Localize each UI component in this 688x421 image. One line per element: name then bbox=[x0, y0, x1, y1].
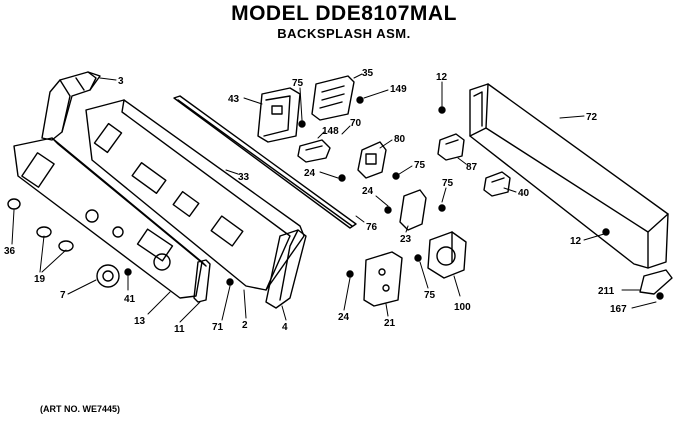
callout-211: 211 bbox=[598, 286, 615, 297]
callout-2: 2 bbox=[242, 320, 248, 331]
part-slider bbox=[193, 259, 211, 303]
callout-21: 21 bbox=[384, 318, 396, 329]
part-rear-housing bbox=[469, 83, 669, 269]
callout-33: 33 bbox=[238, 172, 250, 183]
callout-87: 87 bbox=[466, 162, 478, 173]
callout-70: 70 bbox=[350, 118, 362, 129]
callout-149: 149 bbox=[390, 84, 407, 95]
part-panel-frame bbox=[85, 99, 305, 291]
callout-80: 80 bbox=[394, 134, 406, 145]
part-bracket-23 bbox=[399, 189, 427, 231]
part-knobs bbox=[7, 198, 74, 252]
callout-41: 41 bbox=[124, 294, 136, 305]
part-small-bracket-148 bbox=[297, 139, 331, 163]
part-right-end-cap bbox=[265, 229, 307, 309]
callout-labels: 3 43 75 35 149 12 72 148 70 80 87 33 24 … bbox=[4, 68, 627, 335]
part-bracket-43 bbox=[257, 87, 301, 143]
callout-24: 24 bbox=[304, 168, 316, 179]
callout-7: 7 bbox=[60, 290, 66, 301]
assembly-subtitle: BACKSPLASH ASM. bbox=[277, 26, 411, 41]
callout-12: 12 bbox=[436, 72, 448, 83]
callout-12: 12 bbox=[570, 236, 582, 247]
callout-19: 19 bbox=[34, 274, 46, 285]
part-timer-motor bbox=[427, 231, 467, 279]
part-connector-87 bbox=[437, 133, 465, 161]
part-left-end-cap bbox=[41, 71, 101, 141]
callout-76: 76 bbox=[366, 222, 378, 233]
part-bracket-211 bbox=[639, 269, 673, 295]
model-title: MODEL DDE8107MAL bbox=[231, 2, 457, 25]
callout-71: 71 bbox=[212, 322, 224, 333]
part-long-rod bbox=[173, 95, 357, 229]
callout-4: 4 bbox=[282, 322, 288, 333]
callout-13: 13 bbox=[134, 316, 146, 327]
callout-75: 75 bbox=[424, 290, 436, 301]
part-plug-40 bbox=[483, 171, 511, 197]
callout-148: 148 bbox=[322, 126, 339, 137]
callout-24: 24 bbox=[338, 312, 350, 323]
part-switch-plate bbox=[363, 251, 403, 307]
callout-11: 11 bbox=[174, 324, 185, 335]
leader-lines bbox=[11, 73, 657, 323]
callout-75: 75 bbox=[442, 178, 454, 189]
part-connector-block bbox=[311, 75, 355, 121]
part-timer-knob bbox=[96, 264, 120, 288]
callout-72: 72 bbox=[586, 112, 598, 123]
part-switch-80 bbox=[357, 141, 387, 179]
part-front-panel bbox=[13, 137, 207, 299]
callout-167: 167 bbox=[610, 304, 627, 315]
callout-35: 35 bbox=[362, 68, 374, 79]
screw-parts bbox=[124, 96, 664, 300]
callout-43: 43 bbox=[228, 94, 240, 105]
callout-75: 75 bbox=[414, 160, 426, 171]
callout-36: 36 bbox=[4, 246, 16, 257]
callout-40: 40 bbox=[518, 188, 530, 199]
callout-24: 24 bbox=[362, 186, 374, 197]
callout-3: 3 bbox=[118, 76, 124, 87]
callout-23: 23 bbox=[400, 234, 412, 245]
callout-75: 75 bbox=[292, 78, 304, 89]
callout-100: 100 bbox=[454, 302, 471, 313]
art-number: (ART NO. WE7445) bbox=[40, 404, 121, 414]
